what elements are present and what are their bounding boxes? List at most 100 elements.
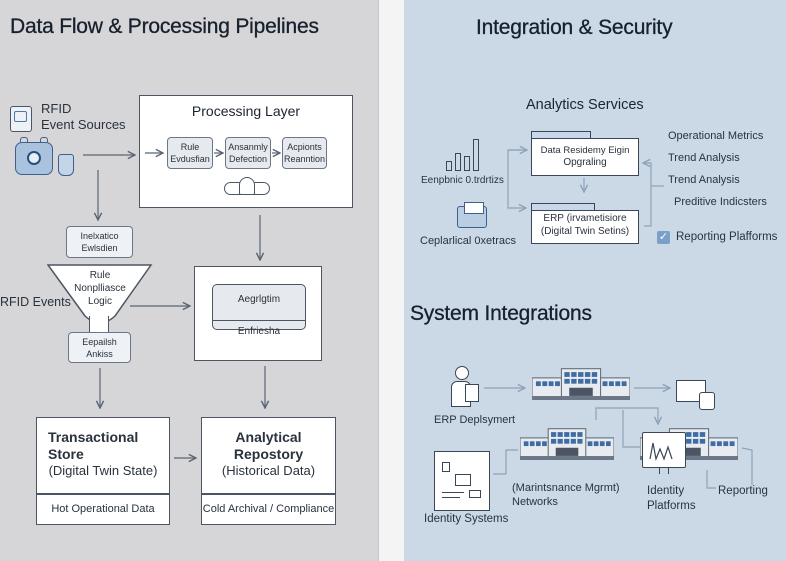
building-window xyxy=(557,432,563,437)
aggregation-label: Aegrlgtim xyxy=(237,294,281,305)
building-window xyxy=(584,378,591,384)
cold-data-label: Cold Archival / Compliance xyxy=(202,503,335,515)
building-window xyxy=(591,378,598,384)
building-window xyxy=(587,441,593,447)
building-window xyxy=(542,441,547,447)
building-window xyxy=(686,432,692,437)
system-integrations-title: System Integrations xyxy=(410,302,592,325)
platforms-label: Platforms xyxy=(647,500,696,512)
building-window xyxy=(729,441,735,447)
normalization-box[interactable]: Inelxatico Ewlsdien xyxy=(66,226,133,258)
building-window xyxy=(571,378,577,384)
maintenance-label: (Marintsnance Mgrmt) xyxy=(512,482,620,494)
folder-tab xyxy=(531,131,591,139)
box-label: Ewlsdien xyxy=(81,243,118,253)
identity-systems-label: Identity Systems xyxy=(424,513,509,525)
building-window xyxy=(710,441,716,447)
processing-step-retention[interactable]: Acpionts Reanntion xyxy=(282,137,327,169)
folder-label: Data Residemy Eigin xyxy=(540,145,630,156)
funnel-label-3: Logic xyxy=(88,296,112,307)
integration-title: Integration & Security xyxy=(476,16,673,39)
building-door xyxy=(677,447,701,456)
inbox-icon xyxy=(457,202,487,228)
building-window xyxy=(551,432,557,437)
person-icon xyxy=(451,366,481,410)
building-window xyxy=(542,381,548,387)
tablet-icon xyxy=(699,392,715,410)
whiteboard-icon xyxy=(434,451,490,511)
building-base xyxy=(532,396,630,400)
funnel-neck xyxy=(89,316,109,335)
building-window xyxy=(564,372,570,377)
building-window xyxy=(686,438,692,444)
box-label: Ankiss xyxy=(86,348,113,359)
erp-folder[interactable] xyxy=(531,210,639,244)
tag-icon xyxy=(58,154,74,176)
analytical-title-2: Repostory xyxy=(233,446,304,462)
building-window xyxy=(564,438,570,444)
step-label: Ansanmly xyxy=(228,142,268,152)
funnel-label-1: Rule xyxy=(89,270,111,281)
building-window xyxy=(591,372,598,377)
building-window xyxy=(699,438,706,444)
analytical-repository-box[interactable] xyxy=(201,417,336,525)
building-icon xyxy=(519,426,615,460)
data-residency-folder[interactable] xyxy=(531,138,639,176)
processing-step-rule-evaluation[interactable]: Rule Evdusfian xyxy=(167,137,213,169)
building-window xyxy=(570,438,576,444)
box-label: Inelxatico xyxy=(80,231,119,241)
bar-chart-icon xyxy=(446,137,480,171)
building-icon xyxy=(531,366,631,400)
reporting-platforms-label: Reporting Plafforms xyxy=(676,231,778,243)
reporting-platforms-checkbox[interactable]: ✓ xyxy=(657,231,670,244)
folder-tab xyxy=(531,203,595,211)
building-base xyxy=(520,456,614,460)
building-window xyxy=(578,378,584,384)
step-label: Rule xyxy=(180,142,200,152)
aggregation-divider xyxy=(212,320,306,321)
building-window xyxy=(523,441,529,447)
building-door xyxy=(569,387,593,396)
metric-label: Trend Analysis xyxy=(668,152,740,164)
identity-label: Identity xyxy=(647,485,685,497)
processing-layer-title: Processing Layer xyxy=(191,103,301,119)
building-window xyxy=(692,432,699,437)
building-window xyxy=(699,432,706,437)
step-label: Acpionts xyxy=(287,142,322,152)
metric-label: Preditive Indicsters xyxy=(674,196,767,208)
building-window xyxy=(577,438,583,444)
folder-label: ERP (irvametisiore xyxy=(543,213,627,224)
building-window xyxy=(615,381,621,387)
building-window xyxy=(621,381,627,387)
analytics-monitor-icon xyxy=(642,432,686,468)
building-window xyxy=(529,441,535,447)
step-label: Reanntion xyxy=(283,154,326,164)
building-window xyxy=(551,438,557,444)
analytical-divider xyxy=(201,493,336,495)
building-window xyxy=(564,432,570,437)
building-window xyxy=(723,441,729,447)
metric-label: Trend Analysis xyxy=(668,174,740,186)
enrichment-label: Enfriesha xyxy=(237,326,281,337)
panel-divider xyxy=(378,0,404,561)
gateway-icon xyxy=(224,177,270,195)
erp-deployment-label: ERP Deplsymert xyxy=(434,414,516,426)
building-window xyxy=(557,438,563,444)
building-window xyxy=(564,378,570,384)
building-window xyxy=(548,381,554,387)
building-window xyxy=(599,441,605,447)
building-window xyxy=(608,381,614,387)
monitor-icon xyxy=(676,380,706,402)
transactional-store-box[interactable] xyxy=(36,417,170,525)
building-window xyxy=(571,372,577,377)
establish-box[interactable]: Eepailsh Ankiss xyxy=(68,332,131,363)
building-wing xyxy=(519,437,551,458)
reporting-label: Reporting xyxy=(718,485,768,497)
building-window xyxy=(570,432,576,437)
building-window xyxy=(535,441,541,447)
building-window xyxy=(555,381,560,387)
aggregation-box[interactable] xyxy=(212,284,306,330)
processing-step-anomaly-detection[interactable]: Ansanmly Defection xyxy=(225,137,271,169)
camera-icon xyxy=(15,137,53,175)
step-label: Defection xyxy=(228,154,268,164)
